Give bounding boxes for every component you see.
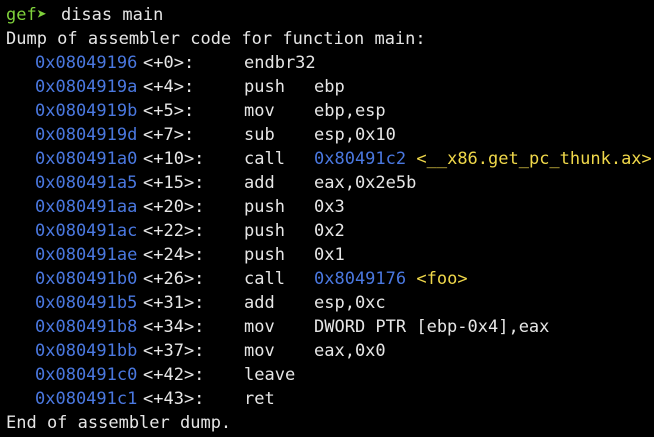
instruction-address: 0x080491c0	[35, 365, 138, 385]
call-target-address: 0x80491c2	[314, 149, 407, 169]
instruction-row: 0x0804919d<+7>: sub esp,0x10	[6, 123, 654, 147]
instruction-list: 0x08049196<+0>: endbr32 0x0804919a<+4>: pus…	[6, 51, 654, 411]
call-target-symbol: <foo>	[416, 269, 468, 289]
instruction-operands: ebp	[314, 77, 345, 97]
instruction-mnemonic: push	[244, 77, 285, 97]
instruction-address: 0x080491a0	[35, 149, 138, 169]
instruction-offset: <+10>:	[143, 149, 205, 169]
instruction-operands: eax,0x0	[314, 341, 386, 361]
instruction-row: 0x080491aa<+20>: push 0x3	[6, 195, 654, 219]
instruction-row: 0x0804919a<+4>: push ebp	[6, 75, 654, 99]
instruction-offset: <+7>:	[143, 125, 195, 145]
instruction-offset: <+15>:	[143, 173, 205, 193]
instruction-address: 0x080491b5	[35, 293, 138, 313]
instruction-mnemonic: mov	[244, 317, 275, 337]
instruction-row: 0x08049196<+0>: endbr32	[6, 51, 654, 75]
instruction-row: 0x080491b8<+34>: mov DWORD PTR [ebp-0x4],e…	[6, 315, 654, 339]
instruction-offset: <+22>:	[143, 221, 205, 241]
call-target-symbol: <__x86.get_pc_thunk.ax>	[416, 149, 652, 169]
instruction-address: 0x080491b8	[35, 317, 138, 337]
instruction-operands: 0x8049176 <foo>	[314, 269, 468, 289]
instruction-mnemonic: call	[244, 149, 285, 169]
instruction-operands: 0x80491c2 <__x86.get_pc_thunk.ax>	[314, 149, 652, 169]
dump-footer: End of assembler dump.	[6, 413, 232, 433]
instruction-address: 0x080491ae	[35, 245, 138, 265]
instruction-mnemonic: add	[244, 173, 275, 193]
instruction-mnemonic: add	[244, 293, 275, 313]
instruction-mnemonic: ret	[244, 389, 275, 409]
instruction-operands: esp,0xc	[314, 293, 386, 313]
instruction-offset: <+26>:	[143, 269, 205, 289]
instruction-mnemonic: push	[244, 221, 285, 241]
instruction-address: 0x080491c1	[35, 389, 138, 409]
instruction-offset: <+20>:	[143, 197, 205, 217]
instruction-operands: DWORD PTR [ebp-0x4],eax	[314, 317, 550, 337]
instruction-address: 0x0804919b	[35, 101, 138, 121]
gef-prompt: gef➤	[6, 5, 47, 25]
instruction-row: 0x080491bb<+37>: mov eax,0x0	[6, 339, 654, 363]
call-target-address: 0x8049176	[314, 269, 407, 289]
instruction-address: 0x080491a5	[35, 173, 138, 193]
instruction-address: 0x080491bb	[35, 341, 138, 361]
instruction-mnemonic: push	[244, 197, 285, 217]
instruction-address: 0x080491aa	[35, 197, 138, 217]
instruction-mnemonic: push	[244, 245, 285, 265]
instruction-row: 0x080491c1<+43>: ret	[6, 387, 654, 411]
instruction-offset: <+31>:	[143, 293, 205, 313]
instruction-row: 0x0804919b<+5>: mov ebp,esp	[6, 99, 654, 123]
instruction-row: 0x080491ac<+22>: push 0x2	[6, 219, 654, 243]
instruction-offset: <+34>:	[143, 317, 205, 337]
instruction-mnemonic: endbr32	[244, 53, 316, 73]
instruction-offset: <+43>:	[143, 389, 205, 409]
instruction-row: 0x080491b5<+31>: add esp,0xc	[6, 291, 654, 315]
instruction-offset: <+4>:	[143, 77, 195, 97]
instruction-mnemonic: leave	[244, 365, 296, 385]
instruction-operands: 0x3	[314, 197, 345, 217]
instruction-offset: <+42>:	[143, 365, 205, 385]
instruction-address: 0x08049196	[35, 53, 138, 73]
instruction-mnemonic: sub	[244, 125, 275, 145]
instruction-row: 0x080491ae<+24>: push 0x1	[6, 243, 654, 267]
instruction-mnemonic: call	[244, 269, 285, 289]
instruction-row: 0x080491c0<+42>: leave	[6, 363, 654, 387]
instruction-operands: eax,0x2e5b	[314, 173, 417, 193]
prompt-line: gef➤ disas main	[6, 3, 654, 27]
instruction-operands: 0x2	[314, 221, 345, 241]
instruction-operands: 0x1	[314, 245, 345, 265]
instruction-address: 0x0804919a	[35, 77, 138, 97]
dump-header: Dump of assembler code for function main…	[6, 29, 426, 49]
instruction-offset: <+24>:	[143, 245, 205, 265]
instruction-offset: <+5>:	[143, 101, 195, 121]
instruction-offset: <+0>:	[143, 53, 195, 73]
instruction-mnemonic: mov	[244, 101, 275, 121]
instruction-address: 0x080491b0	[35, 269, 138, 289]
instruction-mnemonic: mov	[244, 341, 275, 361]
instruction-address: 0x0804919d	[35, 125, 138, 145]
instruction-operands: esp,0x10	[314, 125, 396, 145]
instruction-operands: ebp,esp	[314, 101, 386, 121]
instruction-row: 0x080491a0<+10>: call 0x80491c2 <__x86.get…	[6, 147, 654, 171]
instruction-address: 0x080491ac	[35, 221, 138, 241]
instruction-row: 0x080491a5<+15>: add eax,0x2e5b	[6, 171, 654, 195]
instruction-offset: <+37>:	[143, 341, 205, 361]
command-text: disas main	[60, 5, 164, 25]
instruction-row: 0x080491b0<+26>: call 0x8049176 <foo>	[6, 267, 654, 291]
